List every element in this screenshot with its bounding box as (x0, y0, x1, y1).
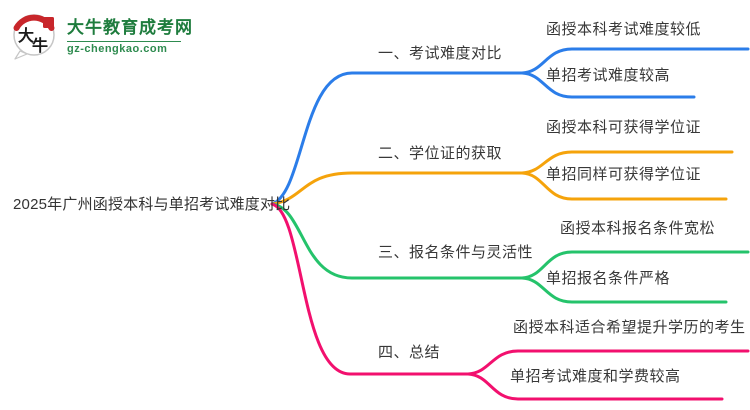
branch-2-leaf-2-line (520, 171, 728, 201)
branch-4-label: 四、总结 (378, 344, 441, 361)
branch-2-leaf-1-line (520, 150, 734, 175)
leaf-4-1-label: 函授本科适合希望提升学历的考生 (513, 319, 746, 336)
central-topic: 2025年广州函授本科与单招考试难度对比 (13, 196, 291, 213)
seal-icon (43, 17, 54, 28)
logo-bubble-icon: 大 牛 (10, 10, 60, 60)
branch-3-label: 三、报名条件与灵活性 (378, 244, 534, 261)
branch-2-label: 二、学位证的获取 (378, 145, 503, 162)
branch-4-main-line (270, 202, 470, 376)
branch-1-main-line (270, 71, 524, 206)
logo-char-1: 大 (18, 26, 34, 45)
site-logo: 大 牛 大牛教育成考网 gz-chengkao.com (10, 10, 193, 60)
site-name: 大牛教育成考网 (67, 18, 193, 37)
branch-3-leaf-1-line (520, 250, 750, 280)
site-url: gz-chengkao.com (67, 43, 168, 55)
branch-2-main-line (270, 171, 524, 206)
branch-3-main-line (270, 202, 524, 280)
branch-1-leaf-2-line (520, 71, 696, 99)
branch-1-label: 一、考试难度对比 (378, 45, 503, 62)
branch-4-leaf-2-line (466, 372, 724, 401)
branch-4-leaf-1-line (466, 349, 750, 376)
leaf-2-1-label: 函授本科可获得学位证 (546, 119, 702, 136)
leaf-4-2-label: 单招考试难度和学费较高 (510, 368, 681, 385)
leaf-2-2-label: 单招同样可获得学位证 (546, 166, 702, 183)
branch-3-leaf-2-line (520, 276, 728, 304)
leaf-1-1-label: 函授本科考试难度较低 (546, 21, 702, 38)
leaf-1-2-label: 单招考试难度较高 (546, 67, 671, 84)
branch-1-leaf-1-line (520, 47, 750, 75)
leaf-3-1-label: 函授本科报名条件宽松 (560, 220, 716, 237)
logo-divider (67, 41, 181, 42)
logo-char-2: 牛 (32, 36, 48, 55)
leaf-3-2-label: 单招报名条件严格 (546, 270, 671, 287)
